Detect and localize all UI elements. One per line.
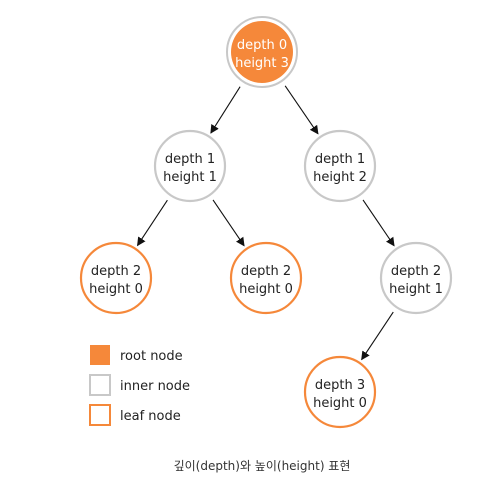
node-height-label: height 1 <box>163 170 217 185</box>
node-depth-label: depth 2 <box>91 264 141 279</box>
inner-node: depth 2 height 1 <box>379 241 453 315</box>
leaf-node: depth 3 height 0 <box>303 355 377 429</box>
node-depth-label: depth 0 <box>237 38 287 53</box>
legend-item-root: root node <box>90 345 183 365</box>
legend-swatch-root <box>90 345 110 365</box>
legend-swatch-inner <box>89 374 111 396</box>
leaf-node-circle <box>229 241 303 315</box>
node-depth-label: depth 2 <box>241 264 291 279</box>
node-depth-label: depth 1 <box>315 152 365 167</box>
nodes: depth 0 height 3 depth 1 height 1 depth 1 hei… <box>79 16 453 429</box>
leaf-node: depth 2 height 0 <box>229 241 303 315</box>
edge-arrow <box>137 199 168 247</box>
root-node: depth 0 height 3 <box>226 16 298 88</box>
inner-node-circle <box>153 129 227 203</box>
node-height-label: height 3 <box>235 56 289 71</box>
leaf-node: depth 2 height 0 <box>79 241 153 315</box>
inner-node-circle <box>303 129 377 203</box>
legend-label: leaf node <box>120 409 181 424</box>
edge-arrow <box>212 199 245 247</box>
edges <box>137 85 395 361</box>
edge-arrow <box>284 85 319 135</box>
node-depth-label: depth 2 <box>391 264 441 279</box>
inner-node: depth 1 height 1 <box>153 129 227 203</box>
node-height-label: height 0 <box>313 396 367 411</box>
legend-label: inner node <box>120 379 190 394</box>
caption: 깊이(depth)와 높이(height) 표현 <box>174 459 351 473</box>
legend-swatch-leaf <box>89 404 111 426</box>
legend-item-inner: inner node <box>89 374 190 396</box>
edge-arrow <box>210 86 241 134</box>
edge-arrow <box>362 199 395 247</box>
root-node-fill <box>231 21 293 83</box>
leaf-node-circle <box>303 355 377 429</box>
legend-item-leaf: leaf node <box>89 404 181 426</box>
node-depth-label: depth 3 <box>315 378 365 393</box>
inner-node: depth 1 height 2 <box>303 129 377 203</box>
legend: root node inner node leaf node <box>89 345 190 426</box>
node-depth-label: depth 1 <box>165 152 215 167</box>
edge-arrow <box>361 311 394 361</box>
leaf-node-circle <box>79 241 153 315</box>
node-height-label: height 1 <box>389 282 443 297</box>
node-height-label: height 2 <box>313 170 367 185</box>
node-height-label: height 0 <box>239 282 293 297</box>
node-height-label: height 0 <box>89 282 143 297</box>
legend-label: root node <box>120 349 183 364</box>
inner-node-circle <box>379 241 453 315</box>
